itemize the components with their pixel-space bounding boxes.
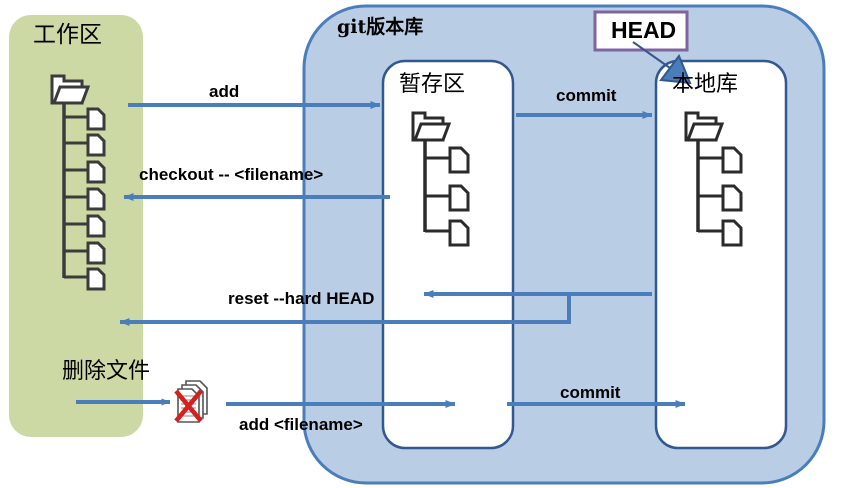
deleted-file-icon — [174, 380, 208, 423]
staging-file-tree — [411, 111, 470, 247]
local-file-tree — [684, 111, 743, 247]
edge-label-add-filename: add <filename> — [239, 415, 363, 434]
workspace-title: 工作区 — [33, 22, 102, 48]
head-arrow — [632, 41, 692, 85]
staging-title: 暂存区 — [399, 72, 466, 97]
edge-label-add: add — [209, 82, 240, 101]
staging-area-box — [381, 59, 515, 450]
workspace-file-tree — [50, 74, 106, 291]
arrow-reset-lower — [119, 294, 571, 326]
head-callout-box — [593, 10, 689, 52]
delete-file-label: 删除文件 — [62, 359, 151, 384]
repository-title: git版本库 — [337, 16, 424, 38]
local-repository-box — [654, 59, 788, 450]
edge-label-checkout: checkout -- <filename> — [139, 165, 324, 184]
head-label: HEAD — [611, 17, 677, 43]
edge-label-reset: reset --hard HEAD — [228, 289, 375, 308]
edge-label-commit-top: commit — [556, 86, 617, 105]
local-repo-title: 本地库 — [672, 72, 739, 97]
edge-label-commit-bottom: commit — [560, 383, 621, 402]
workspace-panel — [9, 15, 143, 437]
